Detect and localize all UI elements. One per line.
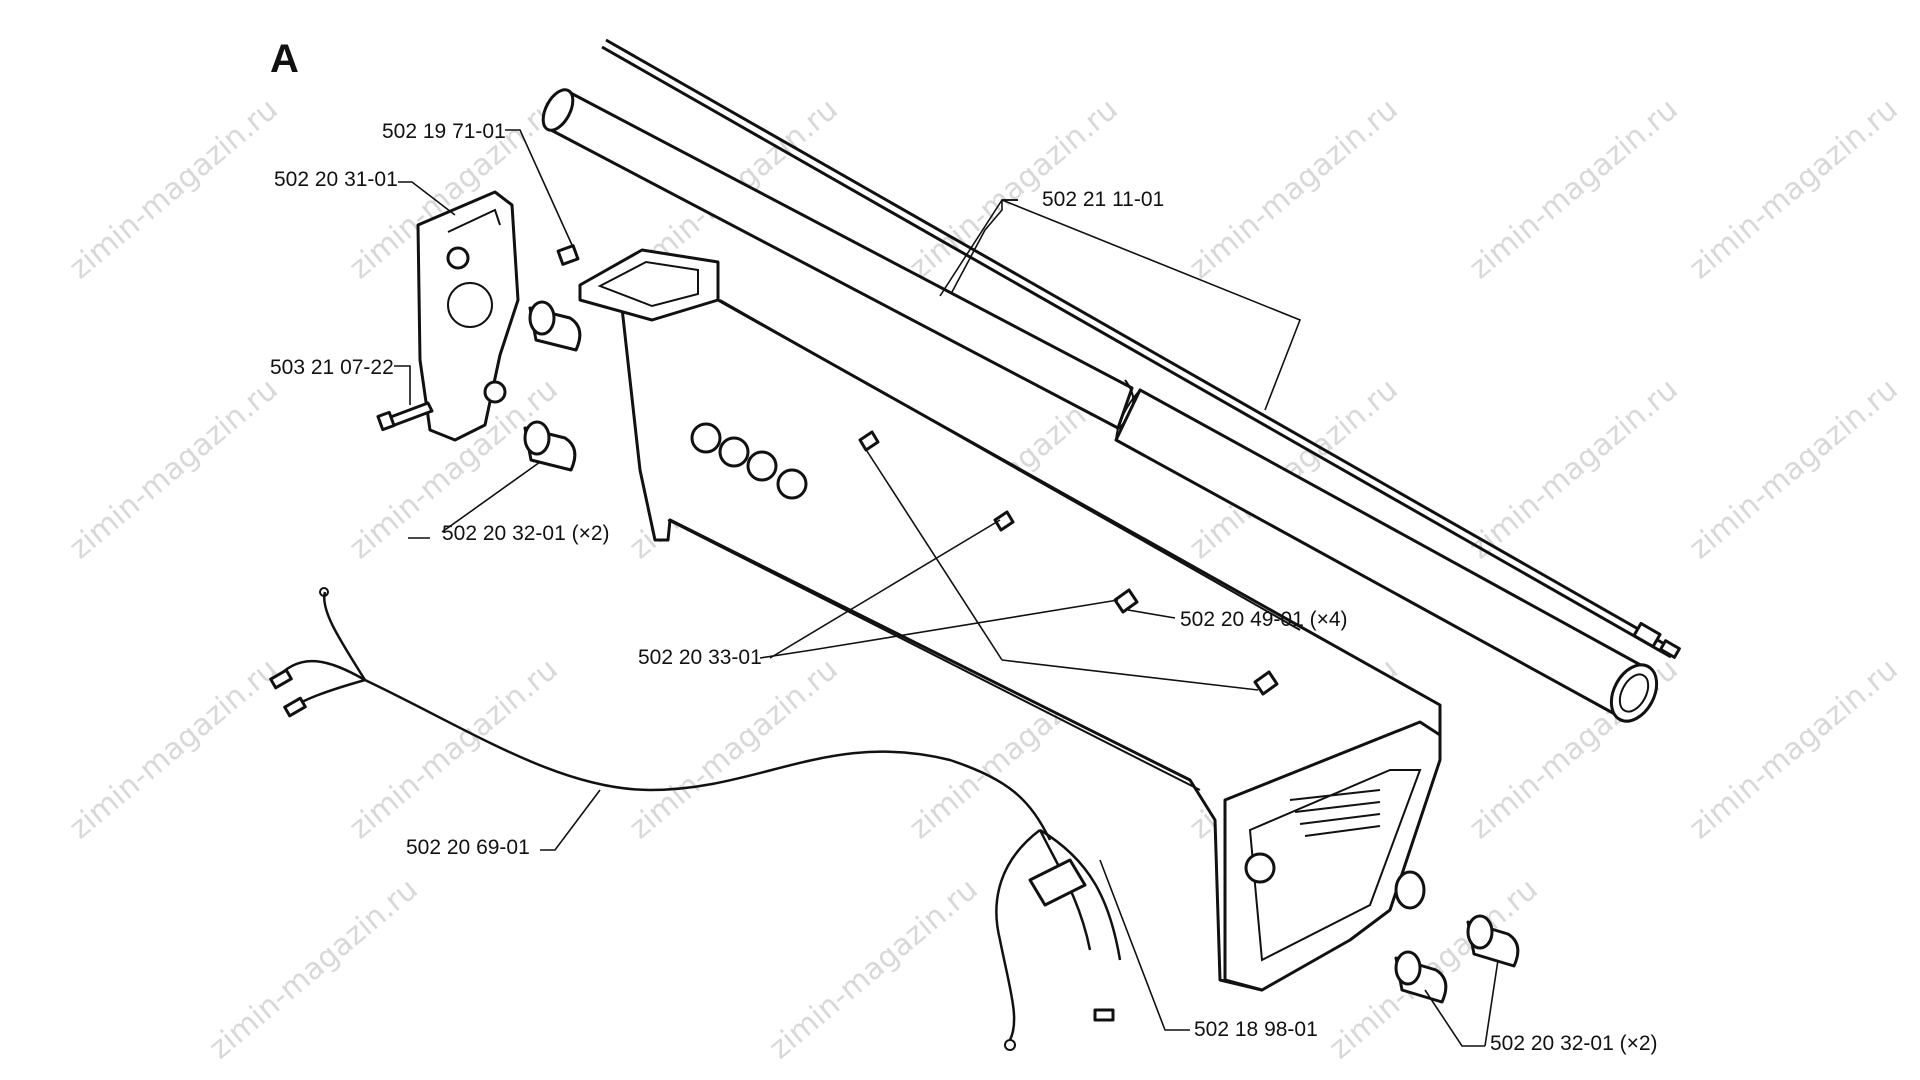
drive-shaft <box>601 38 1681 659</box>
part-label: 502 20 31-01 <box>274 168 398 191</box>
watermark-text: zimin-magazin.ru <box>1463 372 1685 566</box>
watermark-text: zimin-magazin.ru <box>1683 372 1905 566</box>
watermark-text: zimin-magazin.ru <box>343 652 565 846</box>
part-label: 502 20 69-01 <box>406 836 530 859</box>
watermark-text: zimin-magazin.ru <box>63 652 285 846</box>
watermark-text: zimin-magazin.ru <box>763 872 985 1066</box>
part-label: 502 18 98-01 <box>1194 1018 1318 1041</box>
watermark-text: zimin-magazin.ru <box>1183 92 1405 286</box>
end-bracket-left <box>416 190 520 442</box>
leader-lines <box>394 129 1499 1047</box>
figure-letter: A <box>270 37 299 81</box>
watermark-text: zimin-magazin.ru <box>63 92 285 286</box>
watermark-text: zimin-magazin.ru <box>203 872 425 1066</box>
main-beam <box>578 248 1442 992</box>
part-label: 502 20 49-01 (×4) <box>1180 608 1348 631</box>
wire-harness <box>269 587 1122 1051</box>
part-label: 502 20 32-01 (×2) <box>1490 1032 1658 1055</box>
watermark-text: zimin-magazin.ru <box>63 372 285 566</box>
wire-clips <box>858 430 1279 696</box>
part-label: 502 21 11-01 <box>1042 188 1164 211</box>
tube-lower <box>1114 388 1659 723</box>
part-label: 502 20 33-01 <box>638 646 762 669</box>
watermark-text: zimin-magazin.ru <box>1683 92 1905 286</box>
part-label: 503 21 07-22 <box>270 356 394 379</box>
square-nut <box>556 244 580 266</box>
part-label: 502 19 71-01 <box>382 120 506 143</box>
watermark-text: zimin-magazin.ru <box>1683 652 1905 846</box>
screw <box>376 401 434 432</box>
watermark-text: zimin-magazin.ru <box>1463 92 1685 286</box>
part-label: 502 20 32-01 (×2) <box>442 522 610 545</box>
rubber-plugs <box>523 300 1520 1004</box>
watermark-text: zimin-magazin.ru <box>623 652 845 846</box>
